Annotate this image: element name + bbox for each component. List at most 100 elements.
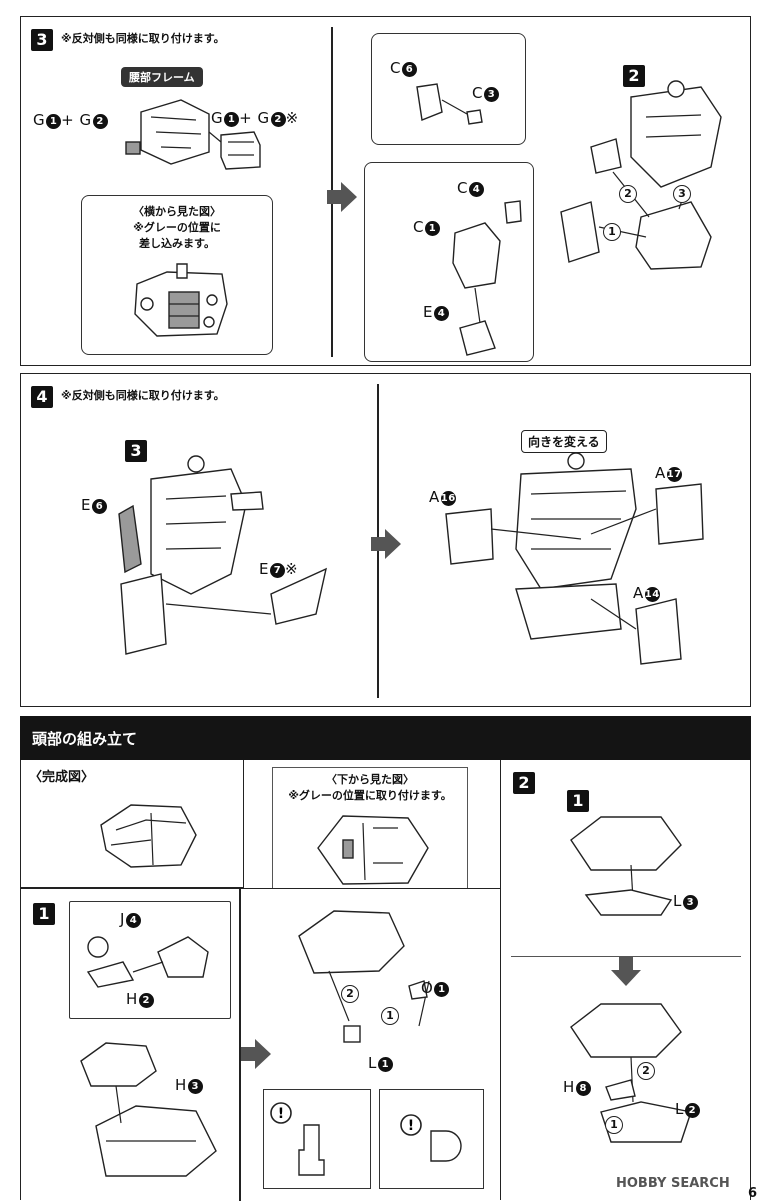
head-step2-top-drawing bbox=[570, 816, 682, 916]
head-step1-right-drawing bbox=[298, 910, 430, 1043]
label-text: A bbox=[429, 488, 440, 506]
caption-line: 〈横から見た図〉 bbox=[133, 205, 221, 218]
sequence-1: 1 bbox=[603, 223, 621, 241]
num-badge: 8 bbox=[575, 1081, 591, 1096]
num-badge: 2 bbox=[92, 114, 108, 129]
page-number: 6 bbox=[748, 1186, 758, 1201]
num-badge: 2 bbox=[270, 112, 286, 127]
sequence-head-1: 1 bbox=[381, 1007, 399, 1025]
num-badge: 1 bbox=[424, 221, 440, 236]
l1-detail-drawing bbox=[298, 1124, 325, 1176]
label-text: C bbox=[457, 179, 468, 197]
label-text: + G bbox=[61, 111, 92, 129]
num-badge: 17 bbox=[666, 467, 682, 482]
head-step2-bottom-drawing bbox=[570, 1003, 692, 1143]
label-text: L bbox=[673, 892, 682, 910]
side-view-drawing bbox=[134, 263, 228, 337]
sequence-step2-1: 1 bbox=[605, 1116, 623, 1134]
head-step2-badge: 2 bbox=[513, 772, 535, 794]
label-text: J bbox=[120, 910, 125, 928]
num-badge: 6 bbox=[91, 499, 107, 514]
bottom-view-drawing bbox=[317, 815, 429, 885]
svg-text:!: ! bbox=[278, 1106, 284, 1122]
num-badge: 4 bbox=[125, 913, 141, 928]
num-badge: 1 bbox=[46, 114, 62, 129]
step4-note: ※反対側も同様に取り付けます。 bbox=[61, 389, 225, 402]
num-badge: 3 bbox=[682, 895, 698, 910]
num-badge: 3 bbox=[483, 87, 499, 102]
label-text: H bbox=[563, 1078, 575, 1096]
step3-note: ※反対側も同様に取り付けます。 bbox=[61, 32, 225, 45]
c4-c1-e4-drawing bbox=[452, 200, 522, 356]
num-badge: 2 bbox=[138, 993, 154, 1008]
head-step1-drawing bbox=[80, 1042, 217, 1177]
complete-label: 〈完成図〉 bbox=[29, 770, 95, 785]
label-a17: A17 bbox=[655, 464, 682, 482]
head-section-header: 頭部の組み立て bbox=[20, 716, 751, 760]
j4-h2-drawing bbox=[86, 936, 209, 988]
arrow-down-icon bbox=[611, 956, 641, 986]
watermark: HOBBY SEARCH bbox=[616, 1176, 730, 1191]
num-badge: 1 bbox=[377, 1057, 393, 1072]
num-badge: 14 bbox=[644, 587, 660, 602]
o1-detail-drawing bbox=[430, 1130, 462, 1162]
head-complete-panel: 〈完成図〉 bbox=[20, 760, 244, 888]
warning-icon: ! bbox=[270, 1102, 292, 1124]
num-badge: 4 bbox=[468, 182, 484, 197]
ref-step2-badge: 2 bbox=[623, 65, 645, 87]
label-a16: A16 bbox=[429, 488, 456, 506]
caption-line: 差し込みます。 bbox=[139, 237, 215, 250]
g-part-drawing bbox=[220, 131, 261, 170]
l1-detail-callout: ! bbox=[263, 1089, 371, 1189]
warning-icon: ! bbox=[400, 1114, 422, 1136]
num-badge: 4 bbox=[433, 306, 449, 321]
step4-left-drawing bbox=[118, 455, 327, 655]
num-badge: 1 bbox=[224, 112, 240, 127]
arrow-right-icon-2 bbox=[371, 529, 401, 559]
c6-c3-drawing bbox=[416, 83, 483, 125]
num-badge: 7 bbox=[269, 563, 285, 578]
label-text: A bbox=[633, 584, 644, 602]
label-text: + G bbox=[239, 109, 270, 127]
label-text: G bbox=[33, 111, 46, 129]
label-text: H bbox=[175, 1076, 187, 1094]
label-text: E bbox=[259, 560, 269, 578]
num-badge: 3 bbox=[187, 1079, 203, 1094]
sequence-3: 3 bbox=[673, 185, 691, 203]
head-step1-badge: 1 bbox=[33, 903, 55, 925]
label-text: G bbox=[211, 109, 224, 127]
sequence-2: 2 bbox=[619, 185, 637, 203]
waist-frame-tag: 腰部フレーム bbox=[121, 67, 203, 87]
waist-frame-drawing bbox=[125, 99, 222, 165]
label-mark: ※ bbox=[285, 109, 299, 127]
side-view-callout: 〈横から見た図〉 ※グレーの位置に 差し込みます。 bbox=[81, 195, 273, 355]
num-badge: 16 bbox=[440, 491, 456, 506]
ref-head-step1-badge: 1 bbox=[567, 790, 589, 812]
label-text: A bbox=[655, 464, 666, 482]
arrow-right-icon bbox=[327, 182, 357, 212]
label-a14: A14 bbox=[633, 584, 660, 602]
caption-line: ※グレーの位置に bbox=[133, 221, 221, 234]
label-text: E bbox=[81, 496, 91, 514]
label-mark: ※ bbox=[284, 560, 299, 578]
